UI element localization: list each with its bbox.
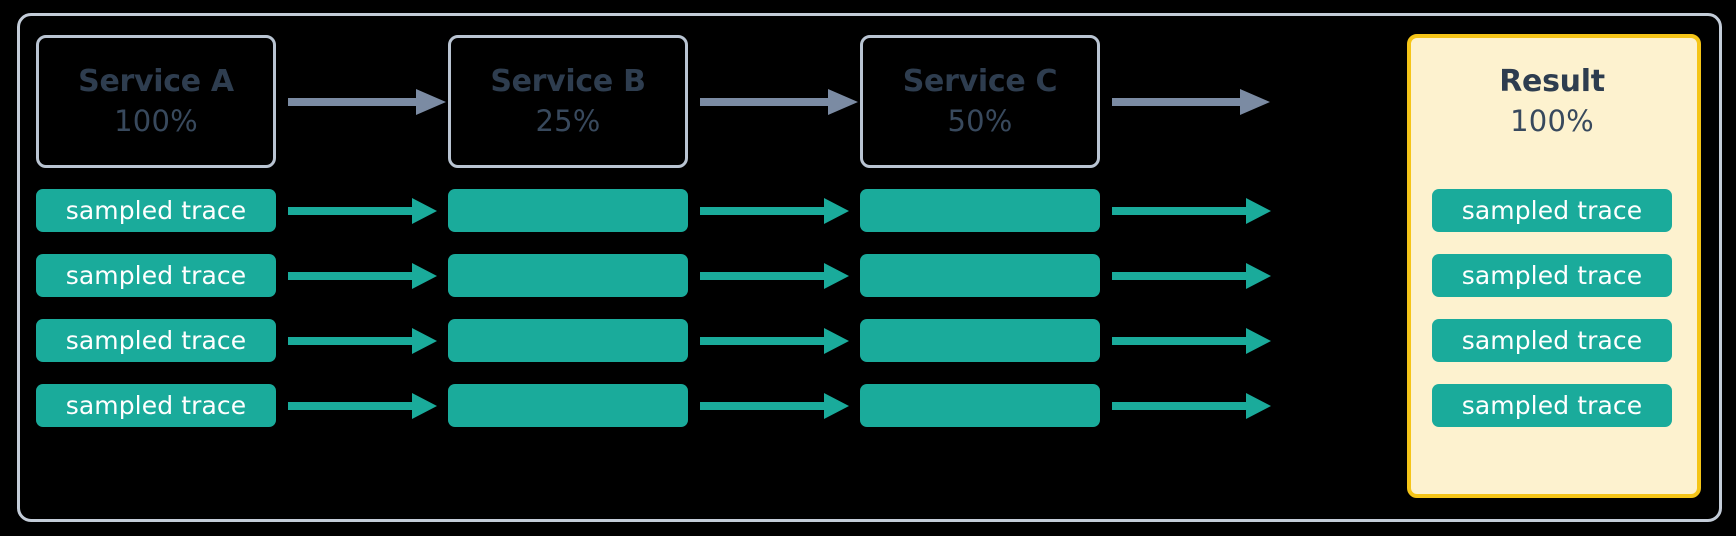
arrow-service-c-to-result	[1112, 89, 1270, 115]
result-name-label: Result	[1499, 64, 1605, 99]
trace-bar-row1-service-b[interactable]	[448, 254, 688, 297]
service-name-label: Service C	[902, 64, 1058, 99]
service-percent-label: 50%	[947, 104, 1013, 138]
trace-bar-row1-result[interactable]: sampled trace	[1432, 254, 1672, 297]
service-percent-label: 25%	[535, 104, 601, 138]
trace-bar-label: sampled trace	[65, 391, 247, 420]
trace-bar-row2-result[interactable]: sampled trace	[1432, 319, 1672, 362]
trace-bar-row0-service-b[interactable]	[448, 189, 688, 232]
trace-arrow-row0-a-to-b	[288, 198, 437, 224]
trace-bar-row0-result[interactable]: sampled trace	[1432, 189, 1672, 232]
trace-bar-label: sampled trace	[1461, 391, 1643, 420]
trace-bar-row0-service-a[interactable]: sampled trace	[36, 189, 276, 232]
trace-bar-label: sampled trace	[1461, 326, 1643, 355]
trace-bar-row1-service-a[interactable]: sampled trace	[36, 254, 276, 297]
trace-bar-row2-service-c[interactable]	[860, 319, 1100, 362]
trace-bar-row1-service-c[interactable]	[860, 254, 1100, 297]
arrow-service-a-to-service-b	[288, 89, 446, 115]
trace-arrow-row0-c-to-result	[1112, 198, 1271, 224]
trace-arrow-row2-b-to-c	[700, 328, 849, 354]
trace-arrow-row2-c-to-result	[1112, 328, 1271, 354]
trace-bar-row3-service-a[interactable]: sampled trace	[36, 384, 276, 427]
trace-arrow-row0-b-to-c	[700, 198, 849, 224]
service-name-label: Service A	[78, 64, 234, 99]
trace-bar-label: sampled trace	[1461, 261, 1643, 290]
trace-arrow-row3-c-to-result	[1112, 393, 1271, 419]
trace-arrow-row1-a-to-b	[288, 263, 437, 289]
trace-bar-row2-service-b[interactable]	[448, 319, 688, 362]
service-box-service-c[interactable]: Service C 50%	[860, 35, 1100, 168]
service-box-service-a[interactable]: Service A 100%	[36, 35, 276, 168]
trace-arrow-row3-a-to-b	[288, 393, 437, 419]
trace-bar-row3-service-b[interactable]	[448, 384, 688, 427]
trace-arrow-row1-b-to-c	[700, 263, 849, 289]
trace-bar-row3-service-c[interactable]	[860, 384, 1100, 427]
trace-bar-label: sampled trace	[65, 261, 247, 290]
trace-arrow-row2-a-to-b	[288, 328, 437, 354]
service-box-service-b[interactable]: Service B 25%	[448, 35, 688, 168]
trace-bar-label: sampled trace	[65, 196, 247, 225]
trace-bar-label: sampled trace	[65, 326, 247, 355]
service-box-result[interactable]: Result 100%	[1432, 35, 1672, 168]
service-percent-label: 100%	[114, 104, 198, 138]
diagram-outer-frame	[17, 13, 1722, 522]
trace-bar-label: sampled trace	[1461, 196, 1643, 225]
service-name-label: Service B	[490, 64, 646, 99]
trace-bar-row0-service-c[interactable]	[860, 189, 1100, 232]
arrow-service-b-to-service-c	[700, 89, 858, 115]
result-percent-label: 100%	[1510, 104, 1594, 138]
trace-bar-row3-result[interactable]: sampled trace	[1432, 384, 1672, 427]
trace-arrow-row3-b-to-c	[700, 393, 849, 419]
trace-arrow-row1-c-to-result	[1112, 263, 1271, 289]
trace-bar-row2-service-a[interactable]: sampled trace	[36, 319, 276, 362]
